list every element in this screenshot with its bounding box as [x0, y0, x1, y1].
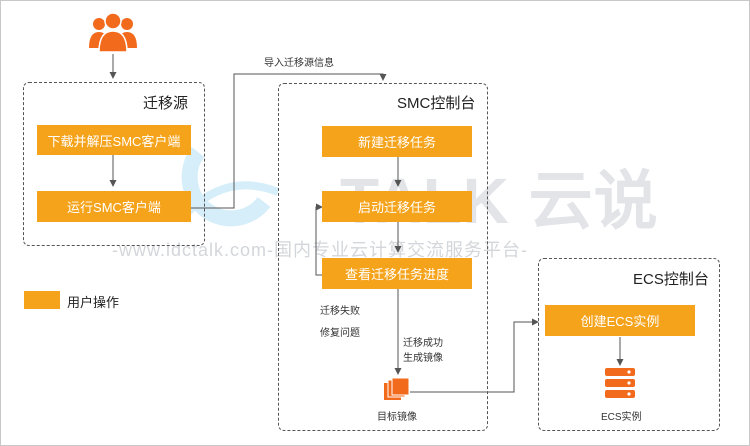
step-download-client[interactable]: 下载并解压SMC客户端	[37, 125, 191, 155]
step-start-task[interactable]: 启动迁移任务	[322, 191, 472, 222]
image-stack-icon	[384, 378, 410, 400]
step-create-task[interactable]: 新建迁移任务	[322, 126, 472, 157]
group-smc-console-title: SMC控制台	[397, 95, 476, 112]
edge-label-success-line1: 迁移成功	[403, 338, 443, 349]
node-target-image-label: 目标镜像	[377, 412, 417, 423]
users-icon	[89, 12, 137, 52]
node-ecs-instance-label: ECS实例	[601, 412, 642, 423]
group-migration-source	[23, 82, 205, 246]
group-ecs-console	[538, 258, 720, 431]
edge-label-success-line2: 生成镜像	[403, 353, 443, 364]
legend-label: 用户操作	[67, 295, 120, 310]
step-create-ecs-instance[interactable]: 创建ECS实例	[545, 305, 695, 336]
legend-swatch	[24, 291, 60, 309]
edge-label-success: 迁移成功 生成镜像	[403, 336, 443, 366]
watermark-logo-icon	[181, 147, 280, 227]
edge-label-fix: 修复问题	[320, 328, 360, 339]
edge-label-import-info: 导入迁移源信息	[264, 58, 334, 69]
group-ecs-console-title: ECS控制台	[633, 271, 709, 288]
group-migration-source-title: 迁移源	[143, 95, 189, 112]
step-run-client[interactable]: 运行SMC客户端	[37, 191, 191, 222]
watermark-tagline: -www.idctalk.com-国内专业云计算交流服务平台-	[112, 240, 529, 260]
step-view-progress[interactable]: 查看迁移任务进度	[322, 258, 472, 289]
group-smc-console	[278, 83, 488, 431]
edge-label-fail: 迁移失败	[320, 306, 360, 317]
server-icon	[605, 368, 635, 398]
